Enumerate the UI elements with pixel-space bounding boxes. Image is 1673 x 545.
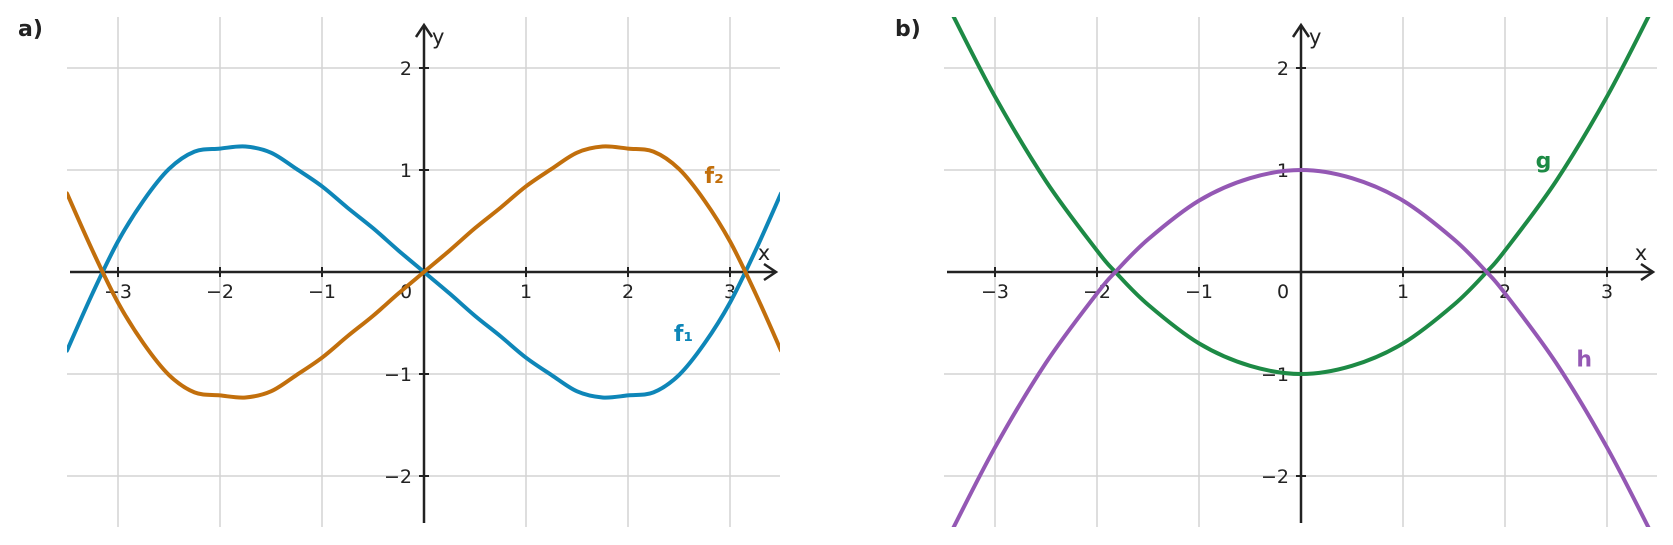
series-label: f₂ (705, 164, 724, 189)
x-axis-label: x (758, 241, 770, 265)
y-axis-arrow (414, 22, 434, 38)
x-tick-label: −3 (981, 281, 1009, 303)
y-tick-label: −2 (384, 466, 412, 488)
series-line (951, 17, 1651, 376)
y-tick-label: −1 (384, 364, 412, 386)
series-label: h (1576, 348, 1592, 373)
series-line (951, 168, 1651, 527)
series-label: f₁ (674, 322, 693, 347)
x-tick-label: −1 (1185, 281, 1213, 303)
x-tick-label: 3 (1601, 281, 1613, 303)
x-tick-label: −2 (206, 281, 234, 303)
x-tick-label: 2 (622, 281, 634, 303)
origin-label: 0 (1277, 281, 1289, 303)
x-tick-label: −1 (308, 281, 336, 303)
series-line (67, 144, 780, 400)
y-tick-label: 1 (400, 160, 412, 182)
panel-label: b) (895, 17, 921, 42)
panel-label: a) (18, 17, 43, 42)
y-axis-label: y (1309, 25, 1321, 49)
x-axis-arrow (763, 262, 779, 282)
curves (951, 17, 1651, 527)
y-tick-label: 2 (1277, 58, 1289, 80)
series-label: g (1536, 149, 1552, 174)
x-axis-label: x (1635, 241, 1647, 265)
y-tick-label: 2 (400, 58, 412, 80)
x-axis-arrow (1640, 262, 1656, 282)
y-tick-label: −2 (1261, 466, 1289, 488)
x-tick-label: 1 (1397, 281, 1409, 303)
curves (67, 144, 780, 400)
x-tick-label: 1 (520, 281, 532, 303)
y-axis-arrow (1291, 22, 1311, 38)
y-axis-label: y (432, 25, 444, 49)
